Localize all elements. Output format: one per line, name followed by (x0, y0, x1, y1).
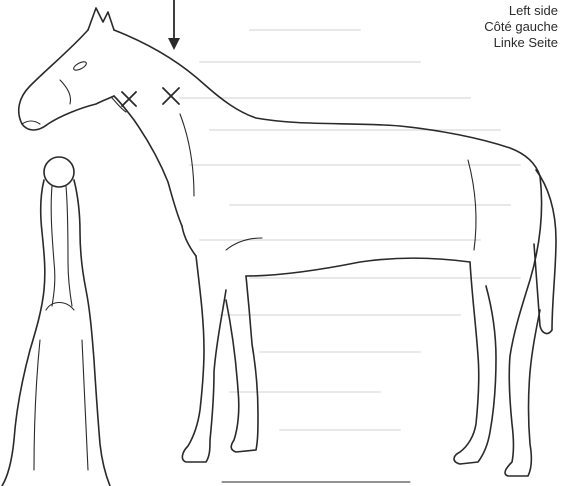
horse-head (19, 30, 114, 130)
horse-foreleg-near (182, 256, 226, 462)
arrow-marker (168, 0, 180, 50)
horse-hindleg-near (505, 176, 542, 476)
horse-chest (182, 226, 196, 256)
horse-eye (72, 60, 87, 72)
horse-left-view (19, 8, 556, 476)
side-label-english: Left side (484, 3, 558, 19)
side-label-german: Linke Seite (484, 35, 558, 51)
horse-hindleg-far (454, 262, 496, 464)
front-view-poll (44, 157, 74, 187)
horse-belly (246, 258, 470, 276)
front-view-head (2, 180, 45, 486)
cross-mark-neck (163, 88, 179, 104)
side-label-french: Côté gauche (484, 19, 558, 35)
cross-mark-throat (112, 92, 136, 112)
horse-throat (114, 96, 182, 226)
horse-foreleg-far (226, 276, 258, 452)
horse-ears (88, 8, 114, 30)
side-label: Left side Côté gauche Linke Seite (484, 3, 558, 51)
horse-front-view (2, 157, 110, 486)
